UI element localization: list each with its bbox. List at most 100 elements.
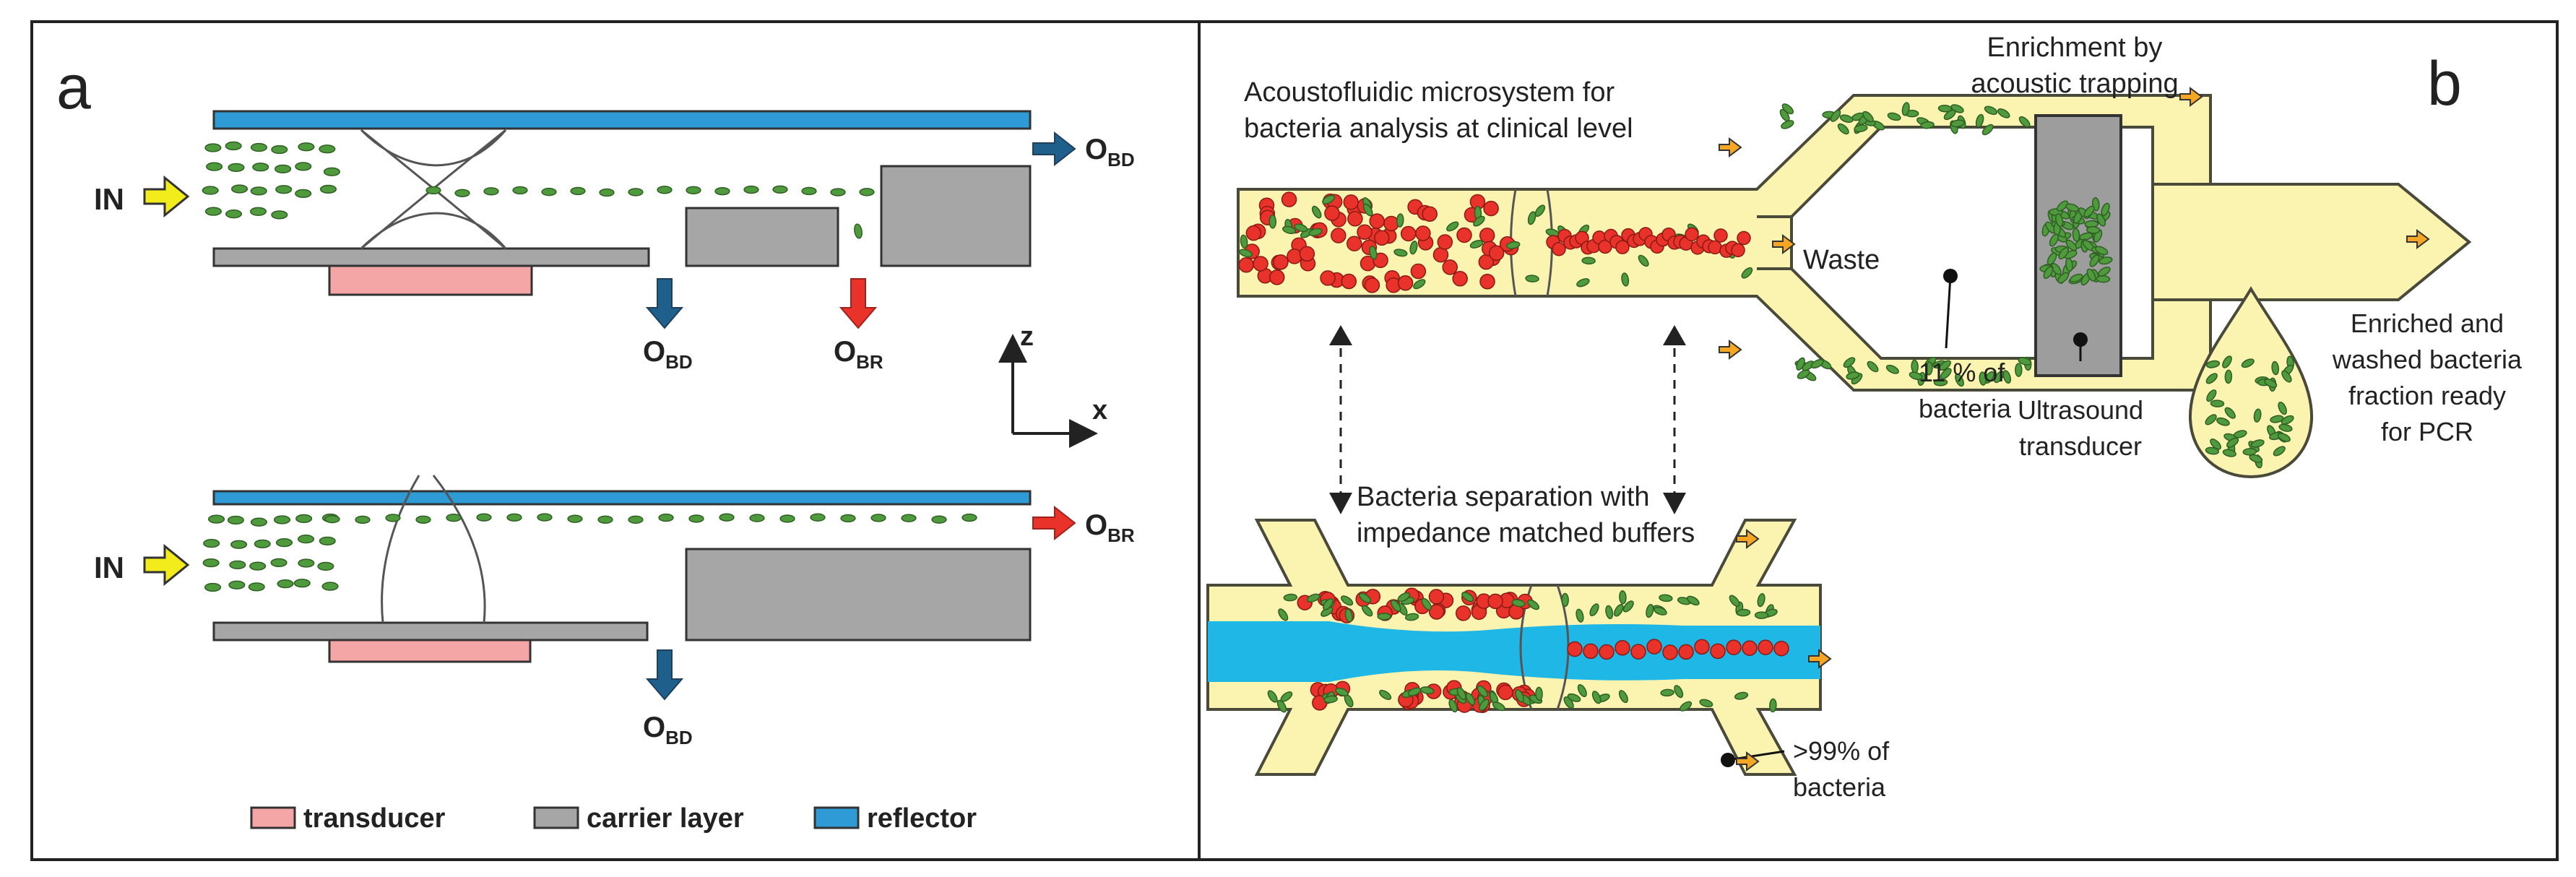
red-blood-cell (1615, 639, 1630, 656)
bacterium (1404, 613, 1419, 621)
bacterium (231, 184, 248, 194)
red-blood-cell (1731, 243, 1745, 258)
bacterium (1757, 593, 1765, 608)
red-blood-cell (1347, 211, 1363, 227)
axis-x-label: x (1092, 395, 1107, 425)
bacterium (1322, 194, 1335, 204)
bacterium (2278, 401, 2287, 415)
axes-indicator: z x (998, 321, 1107, 448)
bacterium (476, 513, 492, 522)
red-blood-cell (1320, 270, 1336, 286)
bacterium (1981, 124, 1994, 136)
bottom-inlet-label: IN (94, 550, 124, 584)
red-blood-cell (1410, 263, 1427, 280)
bacterium (295, 162, 312, 171)
bacterium (2205, 414, 2217, 425)
red-blood-cell (1479, 274, 1495, 290)
bacterium (2098, 267, 2111, 277)
bacterium (1862, 111, 1874, 123)
bacterium (1955, 373, 1964, 387)
red-blood-cell (1758, 639, 1773, 655)
bacterium (2099, 256, 2113, 265)
red-blood-cell (1456, 227, 1472, 243)
red-blood-cell (1685, 227, 1699, 242)
bacterium (275, 164, 292, 174)
red-blood-cell (1374, 230, 1390, 246)
bacterium (454, 189, 470, 198)
red-blood-cell (1324, 205, 1340, 221)
bacterium (2206, 389, 2217, 402)
bacterium (1278, 608, 1289, 621)
bacterium (275, 185, 293, 194)
bacterium (1282, 225, 1297, 234)
bacterium (1781, 120, 1794, 129)
bacterium (202, 186, 219, 195)
bacterium (1407, 687, 1422, 696)
bacterium (1621, 272, 1630, 287)
bacterium (2281, 415, 2294, 425)
bacterium (1477, 685, 1488, 698)
bacterium (1323, 598, 1334, 610)
bacterium (1741, 267, 1753, 279)
axis-z-label: z (1020, 321, 1034, 352)
bacterium (415, 515, 431, 524)
red-blood-cell (1331, 228, 1347, 243)
bacterium (202, 558, 220, 568)
bacterium (2270, 415, 2284, 423)
bacterium (249, 561, 267, 571)
bacterium (2049, 233, 2059, 247)
bacterium (1391, 600, 1401, 613)
bacterium (2101, 202, 2110, 217)
legend-reflector-swatch (813, 806, 860, 829)
red-blood-cell (1299, 246, 1315, 262)
bacterium (248, 582, 265, 592)
legend-transducer-label: transducer (303, 803, 446, 834)
bacterium (1377, 613, 1391, 621)
bacterium (204, 207, 222, 216)
bottom-outlet-bottom-arrow (645, 649, 684, 701)
bacterium (2079, 232, 2093, 241)
bacterium (271, 210, 288, 220)
bacterium (541, 187, 557, 196)
bacterium (628, 188, 644, 196)
panel-b-frame (1198, 20, 2559, 861)
bottom-outlet-right-arrow (1032, 505, 1076, 541)
bacterium (686, 186, 701, 195)
red-blood-cell (1742, 640, 1758, 656)
buffer-stream (1208, 621, 1820, 682)
bacterium (599, 188, 615, 197)
red-blood-cell (1452, 271, 1468, 287)
bacterium (1779, 108, 1790, 122)
bacterium (2224, 369, 2233, 384)
red-blood-cell (1397, 275, 1414, 291)
top-outlet-right-arrow (1032, 131, 1076, 167)
bacterium (254, 539, 271, 549)
red-blood-cell (1369, 213, 1385, 229)
bacterium (483, 187, 499, 196)
bacterium (225, 209, 243, 219)
bacterium (1344, 608, 1353, 623)
bacterium (1527, 599, 1540, 610)
bacterium (1267, 690, 1278, 703)
bacterium (250, 142, 267, 152)
bacterium (2057, 200, 2069, 212)
panel-b-letter: b (2427, 49, 2462, 118)
bacterium (2065, 203, 2080, 212)
red-blood-cell (1615, 240, 1630, 254)
bacterium (230, 540, 248, 549)
bacterium (2253, 408, 2262, 423)
bacterium (570, 186, 586, 196)
trapping-channel-overlay (2151, 183, 2472, 301)
bacterium (1409, 241, 1418, 255)
bacterium (1308, 228, 1323, 236)
legend-carrier-label: carrier layer (587, 803, 744, 834)
bacterium (1581, 256, 1596, 265)
red-blood-cell (1552, 242, 1566, 256)
bacterium (840, 514, 856, 523)
top-splitter-block-1 (685, 207, 839, 267)
bottom-bacteria-stream (202, 513, 977, 592)
bacterium (1911, 359, 1919, 374)
bacterium (1456, 687, 1466, 701)
